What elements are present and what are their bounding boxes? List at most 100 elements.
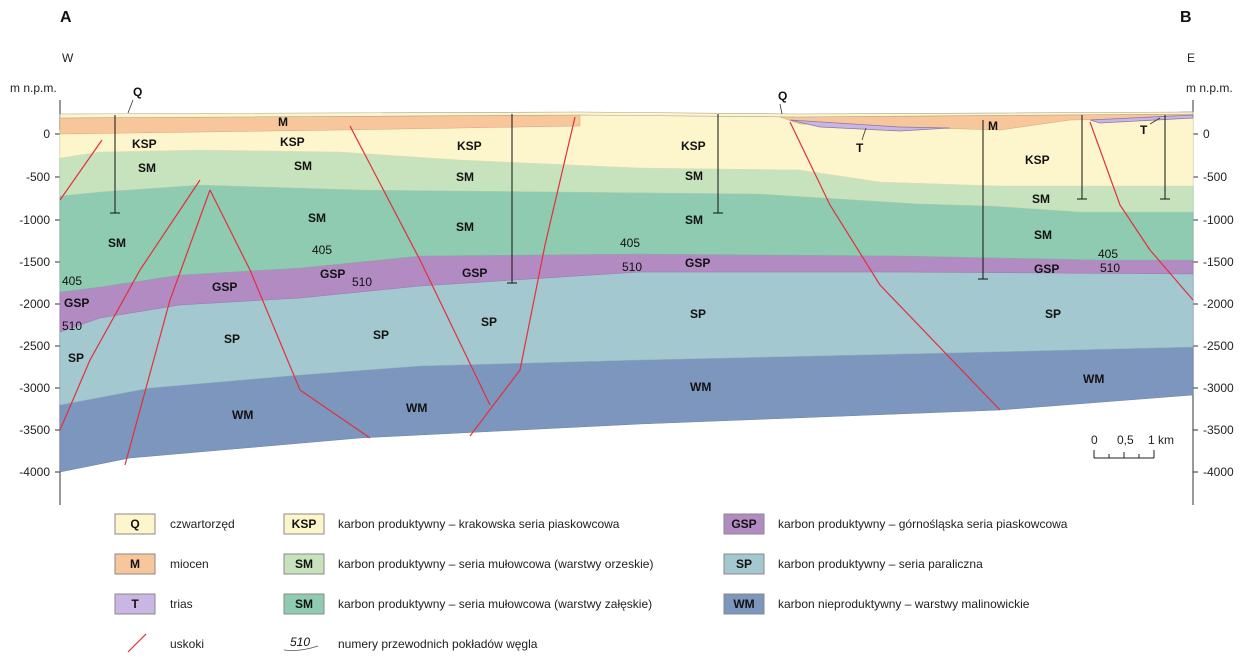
unit-label-sp-5: SP bbox=[690, 307, 706, 321]
svg-text:-4000: -4000 bbox=[19, 465, 50, 479]
svg-text:-1500: -1500 bbox=[19, 255, 50, 269]
unit-label-gsp-5: GSP bbox=[685, 256, 710, 270]
unit-label-sm-upper-2: SM bbox=[294, 159, 312, 173]
legend-text-q: czwartorzęd bbox=[170, 517, 235, 531]
unit-label-ksp-2: KSP bbox=[280, 135, 305, 149]
svg-text:-1500: -1500 bbox=[1203, 255, 1234, 269]
legend-text-m: miocen bbox=[170, 557, 209, 571]
unit-label-wm-1: WM bbox=[232, 408, 253, 422]
svg-text:-1000: -1000 bbox=[1203, 213, 1234, 227]
svg-text:-500: -500 bbox=[1203, 170, 1227, 184]
left-unit-label: m n.p.m. bbox=[10, 81, 57, 95]
svg-text:0: 0 bbox=[43, 127, 50, 141]
unit-label-gsp-1: GSP bbox=[64, 296, 89, 310]
faults bbox=[59, 116, 1194, 466]
svg-text:SM: SM bbox=[295, 557, 313, 571]
unit-label-sp-4: SP bbox=[481, 315, 497, 329]
svg-text:-3000: -3000 bbox=[19, 381, 50, 395]
layer-t bbox=[789, 119, 951, 132]
seam-405-west: 405 bbox=[62, 274, 82, 288]
svg-text:WM: WM bbox=[733, 597, 754, 611]
svg-text:-3500: -3500 bbox=[19, 423, 50, 437]
unit-label-sp-3: SP bbox=[373, 328, 389, 342]
unit-label-sm-upper-4: SM bbox=[685, 169, 703, 183]
unit-label-m-east: M bbox=[988, 119, 998, 133]
boreholes bbox=[110, 114, 1170, 284]
east-direction-label: E bbox=[1187, 51, 1195, 65]
left-axis-labels: 0 -500 -1000 -1500 -2000 -2500 -3000 -35… bbox=[19, 127, 50, 479]
unit-label-wm-3: WM bbox=[690, 380, 711, 394]
svg-text:-2500: -2500 bbox=[1203, 339, 1234, 353]
unit-label-m-west: M bbox=[278, 115, 288, 129]
unit-label-sm-lower-5: SM bbox=[1034, 228, 1052, 242]
svg-text:M: M bbox=[130, 557, 140, 571]
unit-label-ksp-4: KSP bbox=[681, 139, 706, 153]
svg-text:-1000: -1000 bbox=[19, 213, 50, 227]
unit-label-sp-6: SP bbox=[1045, 307, 1061, 321]
legend-text-gsp: karbon produktywny – górnośląska seria p… bbox=[778, 517, 1068, 531]
unit-label-ksp-3: KSP bbox=[457, 139, 482, 153]
unit-label-t-center: T bbox=[856, 141, 864, 155]
legend-swatch-ksp bbox=[283, 513, 325, 535]
unit-label-sm-upper-1: SM bbox=[138, 161, 156, 175]
legend-swatch-sp bbox=[723, 553, 765, 575]
legend-swatch-q bbox=[114, 513, 156, 535]
unit-label-sm-upper-3: SM bbox=[456, 170, 474, 184]
legend-text-sp: karbon produktywny – seria paraliczna bbox=[778, 557, 983, 571]
legend-text-ksp: karbon produktywny – krakowska seria pia… bbox=[338, 517, 620, 531]
unit-label-sm-lower-1: SM bbox=[108, 236, 126, 250]
svg-text:T: T bbox=[131, 597, 139, 611]
section-end-label: B bbox=[1180, 9, 1192, 26]
layer-q bbox=[59, 111, 1194, 119]
legend-text-wm: karbon nieproduktywny – warstwy malinowi… bbox=[778, 597, 1030, 611]
unit-label-gsp-2: GSP bbox=[212, 280, 237, 294]
west-direction-label: W bbox=[62, 51, 74, 65]
seam-510-west: 510 bbox=[62, 319, 82, 333]
right-axis-labels: 0 -500 -1000 -1500 -2000 -2500 -3000 -35… bbox=[1203, 127, 1234, 479]
legend-text-t: trias bbox=[170, 597, 193, 611]
scale-bar: 0 0,5 1 km bbox=[1091, 433, 1174, 459]
unit-label-gsp-6: GSP bbox=[1034, 262, 1059, 276]
svg-text:0: 0 bbox=[1203, 127, 1210, 141]
legend-text-sm-zaleskie: karbon produktywny – seria mułowcowa (wa… bbox=[338, 597, 652, 611]
unit-label-wm-2: WM bbox=[406, 401, 427, 415]
unit-label-sp-2: SP bbox=[224, 332, 240, 346]
svg-text:-4000: -4000 bbox=[1203, 465, 1234, 479]
unit-label-gsp-3: GSP bbox=[320, 267, 345, 281]
legend-seam-symbol: 510 bbox=[290, 635, 310, 649]
svg-text:GSP: GSP bbox=[731, 517, 756, 531]
seam-510-east: 510 bbox=[1100, 261, 1120, 275]
right-unit-label: m n.p.m. bbox=[1186, 81, 1233, 95]
svg-text:-2000: -2000 bbox=[19, 297, 50, 311]
legend-text-fault: uskoki bbox=[170, 637, 204, 651]
svg-text:-2000: -2000 bbox=[1203, 297, 1234, 311]
seam-510-center: 510 bbox=[622, 260, 642, 274]
unit-label-sm-lower-4: SM bbox=[685, 213, 703, 227]
unit-label-sm-lower-3: SM bbox=[456, 220, 474, 234]
seam-405-mid: 405 bbox=[312, 243, 332, 257]
legend-swatch-wm bbox=[723, 593, 765, 615]
legend-swatch-t bbox=[114, 593, 156, 615]
legend: Q czwartorzęd M miocen T trias uskoki KS… bbox=[114, 513, 1068, 653]
legend-fault-symbol bbox=[127, 633, 147, 653]
seam-405-east: 405 bbox=[1098, 247, 1118, 261]
left-axis-ticks bbox=[55, 133, 60, 473]
unit-label-ksp-5: KSP bbox=[1025, 153, 1050, 167]
unit-label-q-west: Q bbox=[133, 85, 142, 99]
scale-label-half: 0,5 bbox=[1117, 433, 1134, 447]
legend-swatch-sm-zaleskie bbox=[283, 593, 325, 615]
legend-text-sm-orzeskie: karbon produktywny – seria mułowcowa (wa… bbox=[338, 557, 653, 571]
svg-text:-3000: -3000 bbox=[1203, 381, 1234, 395]
svg-text:-3500: -3500 bbox=[1203, 423, 1234, 437]
scale-label-1km: 1 km bbox=[1148, 433, 1174, 447]
unit-label-t-east: T bbox=[1140, 123, 1148, 137]
legend-text-seam: numery przewodnich pokładów węgla bbox=[338, 637, 538, 651]
unit-label-sm-upper-5: SM bbox=[1032, 192, 1050, 206]
svg-text:Q: Q bbox=[130, 517, 139, 531]
unit-label-wm-4: WM bbox=[1083, 372, 1104, 386]
unit-label-gsp-4: GSP bbox=[462, 266, 487, 280]
legend-swatch-sm-orzeskie bbox=[283, 553, 325, 575]
seam-510-mid: 510 bbox=[352, 275, 372, 289]
legend-swatch-gsp bbox=[723, 513, 765, 535]
section-start-label: A bbox=[60, 9, 72, 26]
